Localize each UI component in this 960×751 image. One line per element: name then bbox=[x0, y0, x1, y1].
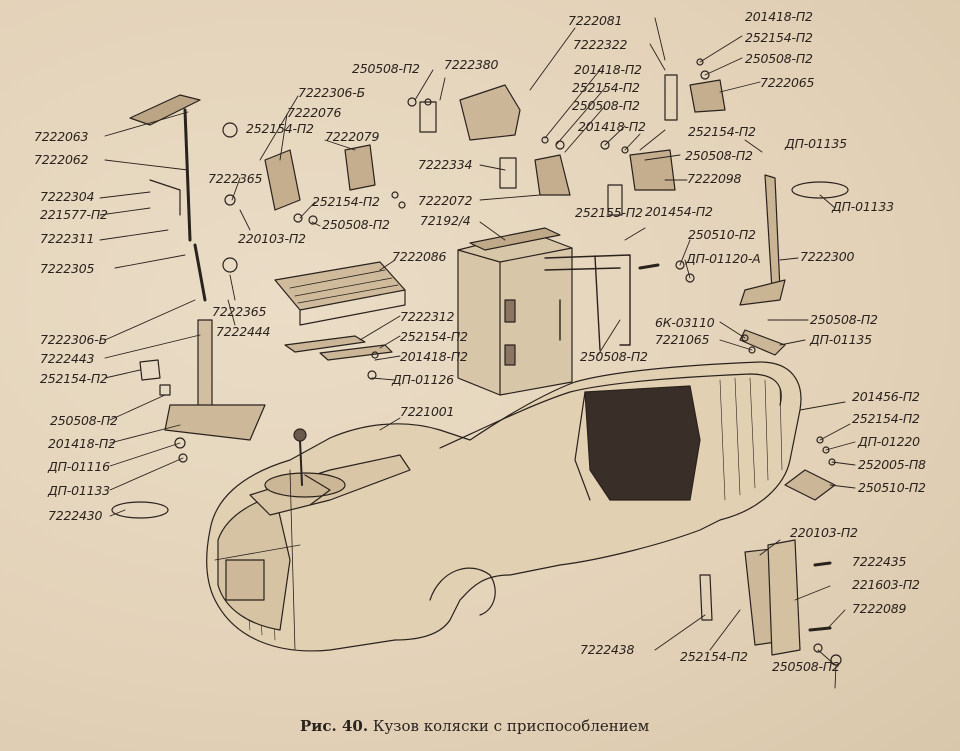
part-label: 7222065 bbox=[760, 75, 815, 90]
part-label: 250508-П2 bbox=[322, 217, 390, 232]
part-label: ДП-01120-А bbox=[686, 251, 761, 266]
part-label: 6К-03110 bbox=[655, 315, 715, 330]
part-label: 250510-П2 bbox=[688, 227, 756, 242]
part-label: 220103-П2 bbox=[790, 525, 858, 540]
part-label: 252154-П2 bbox=[572, 80, 640, 95]
part-label: ДП-01135 bbox=[785, 136, 847, 151]
part-label: 7222334 bbox=[418, 157, 473, 172]
part-label: 7222076 bbox=[287, 105, 342, 120]
luggage-bracket bbox=[544, 254, 631, 351]
part-label: 72192/4 bbox=[420, 213, 471, 228]
part-label: 220103-П2 bbox=[238, 231, 306, 246]
part-label: 250508-П2 bbox=[772, 659, 840, 674]
part-label: 250508-П2 bbox=[745, 51, 813, 66]
part-label: 7222062 bbox=[34, 152, 89, 167]
part-label: 201418-П2 bbox=[574, 62, 642, 77]
part-label: 201454-П2 bbox=[645, 204, 713, 219]
part-label: 7222365 bbox=[208, 171, 263, 186]
luggage-box bbox=[457, 227, 573, 396]
part-label: 201418-П2 bbox=[745, 9, 813, 24]
part-label: ДП-01126 bbox=[392, 372, 454, 387]
part-label: 7222430 bbox=[48, 508, 103, 523]
part-label: 7222305 bbox=[40, 261, 95, 276]
part-label: 7222435 bbox=[852, 554, 907, 569]
part-label: 250508-П2 bbox=[810, 312, 878, 327]
part-label: 7222380 bbox=[444, 57, 499, 72]
hinge-plates bbox=[699, 329, 836, 656]
part-label: 201456-П2 bbox=[852, 389, 920, 404]
part-label: 7222311 bbox=[40, 231, 95, 246]
part-label: 252154-П2 bbox=[400, 329, 468, 344]
part-label: 7222443 bbox=[40, 351, 95, 366]
part-label: 7222079 bbox=[325, 129, 380, 144]
fasteners bbox=[139, 58, 842, 666]
part-label: 7222089 bbox=[852, 601, 907, 616]
part-label: 7222306-Б bbox=[298, 85, 365, 100]
part-label: 252154-П2 bbox=[745, 30, 813, 45]
part-label: 250508-П2 bbox=[50, 413, 118, 428]
windscreen-post bbox=[129, 94, 266, 441]
part-label: 221603-П2 bbox=[852, 577, 920, 592]
part-label: 7222072 bbox=[418, 193, 473, 208]
part-label: 252154-П2 bbox=[40, 371, 108, 386]
part-label: 201418-П2 bbox=[578, 119, 646, 134]
part-label: 7222306-Б bbox=[40, 332, 107, 347]
part-label: 7221065 bbox=[655, 332, 710, 347]
lamp-assembly bbox=[264, 74, 726, 216]
rear-stand bbox=[111, 174, 849, 519]
part-label: 7222322 bbox=[573, 37, 628, 52]
part-label: ДП-01116 bbox=[48, 459, 110, 474]
part-label: 250510-П2 bbox=[858, 480, 926, 495]
part-label: 221577-П2 bbox=[40, 207, 108, 222]
part-label: 252155-П2 bbox=[575, 205, 643, 220]
part-label: 252154-П2 bbox=[680, 649, 748, 664]
figure-title: Кузов коляски с приспособлением bbox=[372, 717, 650, 735]
part-label: 7221001 bbox=[400, 404, 455, 419]
part-label: 252154-П2 bbox=[312, 194, 380, 209]
part-label: ДП-01133 bbox=[832, 199, 894, 214]
tool-tray bbox=[274, 261, 406, 326]
part-label: 7222086 bbox=[392, 249, 447, 264]
part-label: 201418-П2 bbox=[48, 436, 116, 451]
part-label: 252154-П2 bbox=[852, 411, 920, 426]
sidecar-body bbox=[206, 361, 802, 652]
leader-lines bbox=[99, 17, 856, 689]
figure-number: Рис. 40. bbox=[300, 717, 369, 735]
part-label: ДП-01220 bbox=[858, 434, 920, 449]
part-label: 7222438 bbox=[580, 642, 635, 657]
part-label: 7222098 bbox=[687, 171, 742, 186]
part-label: 250508-П2 bbox=[580, 349, 648, 364]
part-label: 252005-П8 bbox=[858, 457, 926, 472]
part-label: 252154-П2 bbox=[246, 121, 314, 136]
part-label: 7222312 bbox=[400, 309, 455, 324]
part-label: 252154-П2 bbox=[688, 124, 756, 139]
mounting-plates bbox=[284, 335, 393, 361]
part-label: 201418-П2 bbox=[400, 349, 468, 364]
part-label: 7222300 bbox=[800, 249, 855, 264]
part-label: 7222081 bbox=[568, 13, 623, 28]
part-label: 250508-П2 bbox=[572, 98, 640, 113]
part-label: 7222365 bbox=[212, 304, 267, 319]
part-label: 7222063 bbox=[34, 129, 89, 144]
part-label: 250508-П2 bbox=[685, 148, 753, 163]
part-label: 7222304 bbox=[40, 189, 95, 204]
part-label: 7222444 bbox=[216, 324, 271, 339]
part-label: ДП-01133 bbox=[48, 483, 110, 498]
figure-caption: Рис. 40. Кузов коляски с приспособлением bbox=[300, 717, 649, 735]
part-label: 250508-П2 bbox=[352, 61, 420, 76]
part-label: ДП-01135 bbox=[810, 332, 872, 347]
